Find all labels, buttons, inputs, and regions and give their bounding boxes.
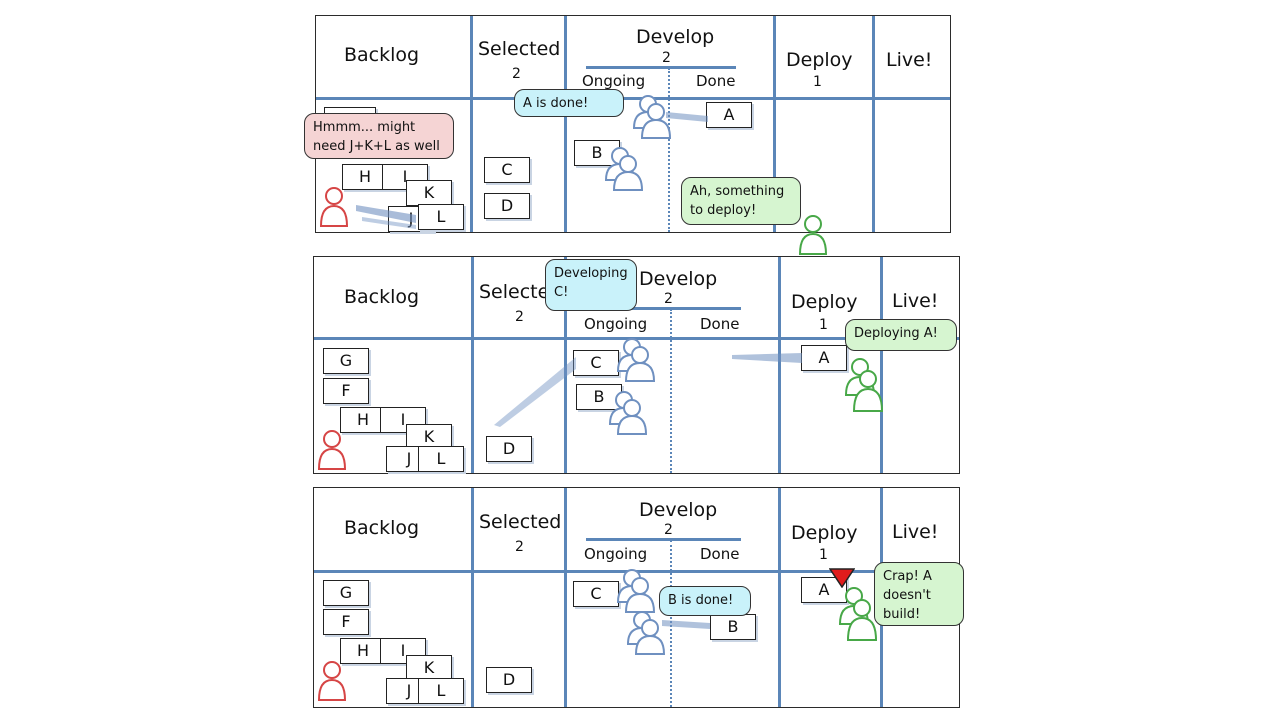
card-K[interactable]: K — [406, 655, 452, 681]
header-live: Live! — [892, 521, 939, 543]
card-K[interactable]: K — [406, 180, 452, 206]
subheader-done: Done — [700, 545, 740, 563]
deployer-speech-bubble: Deploying A! — [845, 319, 957, 351]
board-panel-2: Backlog Selected 2 Develop 2 Ongoing Don… — [313, 256, 960, 474]
deployer-person-icon — [844, 358, 884, 412]
motion-streak — [662, 620, 710, 629]
warning-triangle-icon — [829, 568, 855, 588]
developer-person-icon — [608, 391, 648, 435]
card-L[interactable]: L — [418, 678, 464, 704]
developer-person-icon — [616, 338, 656, 382]
subheader-ongoing: Ongoing — [584, 315, 648, 333]
card-C[interactable]: C — [484, 157, 530, 183]
wip-deploy: 1 — [819, 317, 828, 333]
analyst-speech-bubble: Hmmm... might need J+K+L as well — [304, 113, 454, 159]
wip-develop: 2 — [664, 291, 673, 307]
column-divider-develop — [564, 257, 567, 473]
card-D[interactable]: D — [484, 193, 530, 219]
analyst-person-icon — [319, 187, 349, 227]
wip-deploy: 1 — [813, 74, 822, 90]
develop-subheader-line — [586, 538, 741, 541]
column-divider-selected — [471, 257, 474, 473]
card-G[interactable]: G — [323, 580, 369, 606]
developer-person-icon — [632, 95, 672, 139]
header-backlog: Backlog — [344, 286, 420, 308]
card-D[interactable]: D — [486, 436, 532, 462]
motion-streak — [494, 357, 576, 427]
column-divider-live — [872, 16, 875, 232]
card-F[interactable]: F — [323, 609, 369, 635]
card-K[interactable]: K — [406, 424, 452, 450]
header-develop: Develop — [639, 268, 718, 290]
header-backlog: Backlog — [344, 44, 420, 66]
developer-speech-bubble: A is done! — [514, 89, 624, 117]
column-divider-deploy — [778, 257, 781, 473]
develop-split-line — [668, 68, 670, 232]
motion-streak — [356, 205, 416, 229]
card-H[interactable]: H — [342, 164, 388, 190]
wip-selected: 2 — [512, 66, 521, 82]
card-L[interactable]: L — [418, 446, 464, 472]
deployer-person-icon — [798, 215, 828, 255]
developer-speech-bubble: Developing C! — [545, 259, 637, 311]
header-backlog: Backlog — [344, 517, 420, 539]
developer-person-icon — [616, 569, 656, 613]
develop-split-line — [670, 309, 672, 473]
header-deploy: Deploy — [786, 49, 853, 71]
header-selected: Selected — [479, 281, 562, 303]
deployer-speech-bubble: Ah, something to deploy! — [681, 177, 801, 225]
developer-person-icon — [626, 611, 666, 655]
subheader-done: Done — [700, 315, 740, 333]
header-divider — [314, 337, 959, 340]
column-divider-deploy — [778, 488, 781, 707]
motion-streak — [666, 112, 708, 122]
card-B[interactable]: B — [710, 614, 756, 640]
subheader-ongoing: Ongoing — [584, 545, 648, 563]
column-divider-develop — [564, 488, 567, 707]
board-panel-3: Backlog Selected 2 Develop 2 Ongoing Don… — [313, 487, 960, 708]
card-B[interactable]: B — [576, 384, 622, 410]
column-divider-selected — [470, 16, 473, 232]
card-F[interactable]: F — [323, 378, 369, 404]
column-divider-deploy — [773, 16, 776, 232]
header-deploy: Deploy — [791, 522, 858, 544]
develop-subheader-line — [586, 66, 736, 69]
card-B[interactable]: B — [574, 140, 620, 166]
header-live: Live! — [886, 49, 933, 71]
header-selected: Selected — [478, 38, 561, 60]
card-H[interactable]: H — [340, 407, 386, 433]
card-H[interactable]: H — [340, 638, 386, 664]
wip-deploy: 1 — [819, 547, 828, 563]
wip-develop: 2 — [662, 50, 671, 66]
developer-person-icon — [604, 147, 644, 191]
column-divider-selected — [471, 488, 474, 707]
wip-selected: 2 — [515, 539, 524, 555]
header-divider — [316, 97, 950, 100]
header-deploy: Deploy — [791, 291, 858, 313]
column-divider-live — [880, 257, 883, 473]
card-L[interactable]: L — [418, 204, 464, 230]
developer-speech-bubble: B is done! — [659, 586, 751, 616]
header-develop: Develop — [639, 499, 718, 521]
card-A[interactable]: A — [801, 345, 847, 371]
card-A[interactable]: A — [706, 102, 752, 128]
deployer-person-icon — [838, 587, 878, 641]
analyst-person-icon — [317, 661, 347, 701]
column-divider-develop — [564, 16, 567, 232]
deployer-speech-bubble: Crap! A doesn't build! — [874, 562, 964, 626]
header-selected: Selected — [479, 511, 562, 533]
card-G[interactable]: G — [323, 348, 369, 374]
card-D[interactable]: D — [486, 667, 532, 693]
wip-selected: 2 — [515, 309, 524, 325]
subheader-done: Done — [696, 72, 736, 90]
develop-subheader-line — [586, 307, 741, 310]
subheader-ongoing: Ongoing — [582, 72, 646, 90]
analyst-person-icon — [317, 430, 347, 470]
wip-develop: 2 — [664, 522, 673, 538]
header-develop: Develop — [636, 26, 715, 48]
card-C[interactable]: C — [573, 350, 619, 376]
header-live: Live! — [892, 290, 939, 312]
motion-streak — [732, 353, 802, 363]
